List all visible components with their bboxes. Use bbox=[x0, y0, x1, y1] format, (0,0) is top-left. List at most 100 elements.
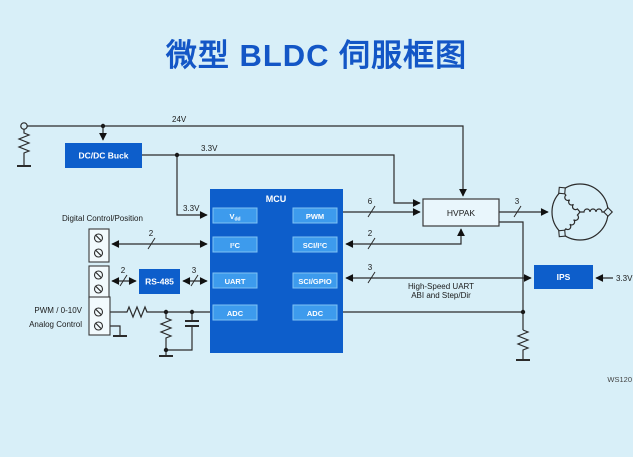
annotation-labels: Digital Control/Position PWM / 0-10V Ana… bbox=[29, 214, 632, 384]
bldc-motor-icon bbox=[551, 183, 614, 241]
mcu-pin-sci-i2c-label: SCI/I²C bbox=[303, 241, 328, 250]
page-title: 微型 BLDC 伺服框图 bbox=[165, 38, 468, 73]
wire-hvpak-sense bbox=[499, 221, 524, 330]
motor-terminal bbox=[602, 206, 614, 218]
ips-label: IPS bbox=[557, 272, 571, 282]
label-33v-rail: 3.3V bbox=[201, 144, 218, 153]
bus-width-2: 2 bbox=[368, 229, 373, 238]
motor-winding bbox=[563, 211, 581, 232]
analog-series-resistor bbox=[124, 305, 150, 319]
motor-winding bbox=[580, 208, 605, 213]
bus-slash bbox=[367, 271, 376, 284]
mcu-pin-pwm-box bbox=[292, 207, 338, 224]
label-ips-link-line2: ABI and Step/Dir bbox=[411, 291, 471, 300]
mcu-pin-sci-gpio-label: SCI/GPIO bbox=[298, 277, 332, 286]
screw-slot bbox=[95, 323, 102, 329]
terminal-analog bbox=[88, 296, 111, 336]
hvpak-label: HVPAK bbox=[447, 208, 476, 218]
wires bbox=[27, 125, 613, 336]
block-dcdc-buck: DC/DC Buck bbox=[65, 143, 142, 168]
input-terminal-circle bbox=[20, 122, 28, 130]
label-digital-input: Digital Control/Position bbox=[62, 214, 143, 223]
screw-slot bbox=[95, 272, 102, 278]
rs485-label: RS-485 bbox=[145, 277, 174, 287]
block-rs485: RS-485 bbox=[139, 269, 180, 294]
motor-terminal bbox=[558, 186, 566, 195]
net-labels: 24V 3.3V 3.3V 3.3V bbox=[172, 115, 633, 283]
analog-cap-bottom-lead bbox=[166, 326, 193, 351]
junction-dot bbox=[100, 123, 106, 129]
mcu-pin-adc-right-box bbox=[292, 304, 338, 321]
rs485-box bbox=[139, 269, 180, 294]
mcu-pin-adc-left-box bbox=[212, 304, 258, 321]
bus-width-3-uart: 3 bbox=[192, 266, 197, 275]
motor-windings bbox=[558, 186, 614, 238]
bus-slashes bbox=[119, 205, 522, 287]
bus-width-labels: 6 2 3 3 2 2 3 bbox=[121, 197, 520, 275]
mcu-pin-adc-right-label: ADC bbox=[307, 309, 324, 318]
vdd-main: V bbox=[229, 212, 234, 221]
bus-slash bbox=[147, 237, 156, 250]
screw-slot bbox=[95, 309, 102, 315]
mcu-pin-pwm-label: PWM bbox=[306, 212, 324, 221]
label-analog-line2: Analog Control bbox=[29, 320, 82, 329]
terminal-digital bbox=[88, 228, 110, 263]
bus-width-3: 3 bbox=[368, 263, 373, 272]
footer-strip bbox=[0, 457, 633, 466]
bus-width-6: 6 bbox=[368, 197, 373, 206]
bus-width-2-rs485: 2 bbox=[121, 266, 126, 275]
label-analog-line1: PWM / 0-10V bbox=[34, 306, 82, 315]
vdd-sub: dd bbox=[234, 217, 240, 223]
screw-slot bbox=[95, 235, 102, 241]
junction-dot bbox=[163, 347, 169, 353]
mcu-pin-uart-box bbox=[212, 272, 258, 289]
junction-dots bbox=[100, 123, 526, 353]
bus-slash bbox=[367, 237, 376, 250]
dcdc-buck-label: DC/DC Buck bbox=[78, 151, 128, 161]
label-ips-link-line1: High-Speed UART bbox=[408, 282, 474, 291]
screw-slot bbox=[95, 286, 102, 292]
block-hvpak: HVPAK bbox=[422, 198, 500, 227]
mcu-pin-i2c-label: I²C bbox=[230, 241, 241, 250]
motor-terminal bbox=[558, 229, 566, 238]
bus-width-3-motor: 3 bbox=[515, 197, 520, 206]
mcu-pin-uart-label: UART bbox=[225, 277, 246, 286]
motor-winding bbox=[563, 192, 581, 213]
hvpak-box bbox=[422, 198, 500, 227]
junction-dot bbox=[520, 309, 526, 315]
bus-slash bbox=[367, 205, 376, 218]
passive-symbols bbox=[17, 122, 530, 361]
junction-dot bbox=[189, 309, 195, 315]
mcu-pin-sci-gpio-box bbox=[292, 272, 338, 289]
sense-resistor bbox=[516, 329, 530, 360]
mcu-pin-vdd-label: Vdd bbox=[229, 212, 240, 223]
junction-dot bbox=[163, 309, 169, 315]
wire-sci-i2c-hvpak bbox=[345, 228, 465, 248]
ips-box bbox=[534, 265, 593, 289]
bus-slash bbox=[119, 274, 128, 287]
terminal1-box bbox=[88, 228, 110, 263]
mcu-pin-adc-left-label: ADC bbox=[227, 309, 244, 318]
mcu-pin-i2c-box bbox=[212, 236, 258, 253]
screw-slot bbox=[95, 250, 102, 256]
label-24v: 24V bbox=[172, 115, 187, 124]
wire-33v-to-hvpak bbox=[142, 154, 421, 207]
mcu-label: MCU bbox=[266, 194, 287, 204]
block-ips: IPS bbox=[534, 265, 593, 289]
wire-24v-rail bbox=[27, 125, 467, 197]
bus-slash bbox=[513, 205, 522, 218]
dcdc-buck-box bbox=[65, 143, 142, 168]
bus-slash bbox=[190, 274, 199, 287]
bus-width-2-digital: 2 bbox=[149, 229, 154, 238]
input-resistor bbox=[17, 129, 31, 160]
wire-33v-to-mcu bbox=[176, 155, 208, 219]
terminal-rs485 bbox=[88, 265, 110, 299]
label-33v-mcu: 3.3V bbox=[183, 204, 200, 213]
mcu-pin-sci-i2c-box bbox=[292, 236, 338, 253]
label-part-code: WS120 bbox=[607, 375, 632, 384]
mcu-pin-vdd-box bbox=[212, 207, 258, 224]
block-mcu: MCU Vdd PWM I²C SCI/I²C UART SCI/GPIO AD… bbox=[210, 189, 343, 353]
analog-shunt-resistor bbox=[159, 312, 173, 350]
wire-term3-gnd bbox=[110, 325, 121, 336]
